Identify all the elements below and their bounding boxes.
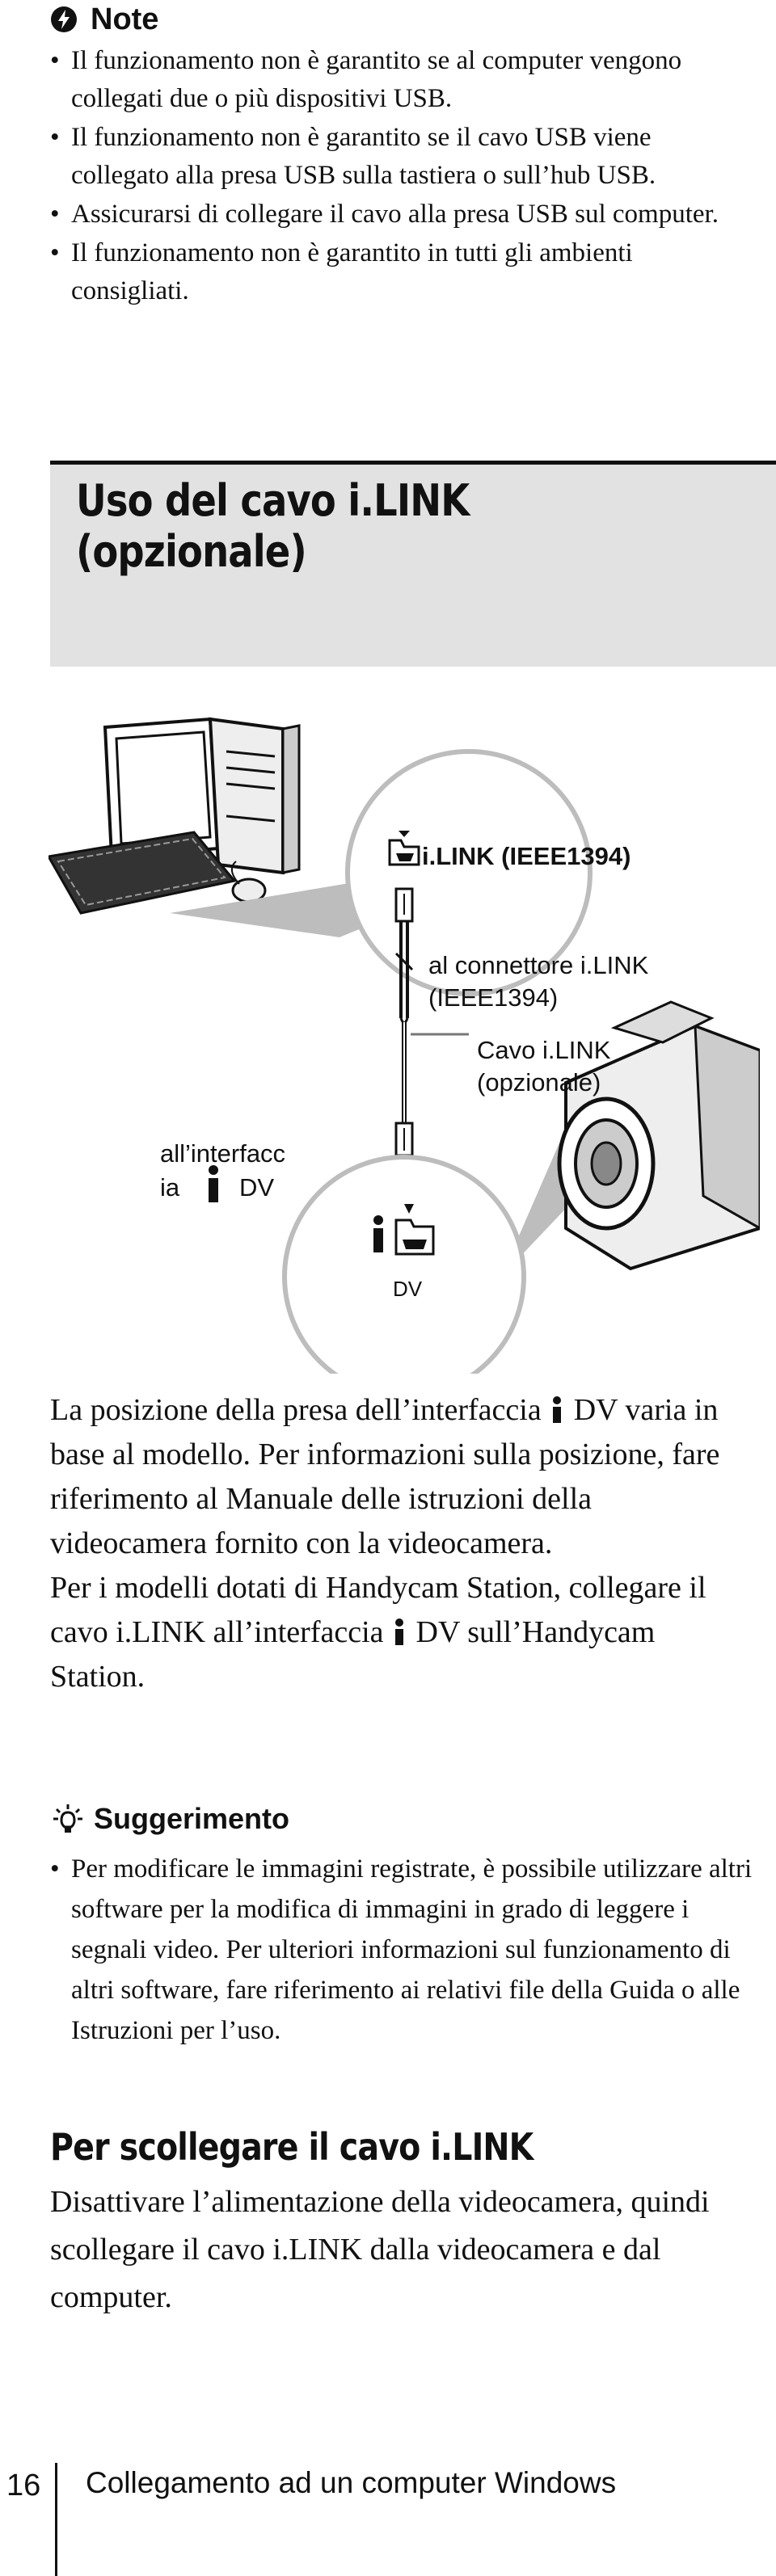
note-title: Note — [91, 2, 159, 36]
body-text-span: Per i modelli dotati di Handycam Station… — [50, 1571, 706, 1649]
dv-port-icon — [373, 1204, 435, 1256]
ilink-port-icon — [388, 831, 420, 866]
note-list: Il funzionamento non è garantito se al c… — [50, 42, 753, 311]
dv-interface-icon — [394, 1618, 403, 1645]
cable-label-line2: (opzionale) — [477, 1068, 601, 1096]
interface-label-dv: DV — [239, 1173, 275, 1202]
page-number: 16 — [6, 2469, 41, 2502]
lightbulb-icon — [53, 1804, 82, 1833]
body-text-span: La posizione della presa dell’interfacci… — [50, 1393, 542, 1427]
cable-label-line1: Cavo i.LINK — [477, 1036, 611, 1064]
dv-text: DV — [415, 1615, 460, 1649]
body-paragraph: La posizione della presa dell’interfacci… — [50, 1388, 753, 1566]
warning-icon — [51, 6, 77, 32]
footer-divider — [55, 2463, 57, 2576]
tip-header: Suggerimento — [52, 1800, 289, 1837]
interface-label-line2: ia — [160, 1173, 180, 1202]
section-header-band — [50, 461, 776, 667]
interface-label-line1: all’interfacc — [160, 1139, 286, 1168]
section-title: Uso del cavo i.LINK (opzionale) — [76, 475, 470, 577]
connection-diagram: i.LINK (IEEE1394) al connettore i.LINK (… — [46, 711, 761, 1399]
dv-port-circle — [282, 1155, 526, 1399]
dv-interface-icon — [209, 1165, 218, 1202]
ilink-port-label: i.LINK (IEEE1394) — [422, 842, 631, 870]
body-paragraph: Per i modelli dotati di Handycam Station… — [50, 1566, 753, 1699]
list-item: Per modificare le immagini registrate, è… — [50, 1849, 761, 2051]
subsection-text: Disattivare l’alimentazione della videoc… — [50, 2185, 710, 2314]
tip-list: Per modificare le immagini registrate, è… — [50, 1849, 761, 2051]
note-header: Note — [50, 0, 158, 39]
diagram-illustration — [46, 717, 761, 1399]
dv-text: DV — [573, 1393, 618, 1427]
camcorder-icon — [557, 1000, 761, 1271]
connector-label-line2: (IEEE1394) — [428, 983, 559, 1012]
body-text: La posizione della presa dell’interfacci… — [50, 1388, 753, 1699]
connector-label-line1: al connettore i.LINK — [428, 951, 649, 979]
list-item: Assicurarsi di collegare il cavo alla pr… — [50, 196, 753, 234]
dv-interface-icon — [552, 1396, 561, 1423]
tip-title: Suggerimento — [94, 1802, 290, 1835]
subsection-title: Per scollegare il cavo i.LINK — [50, 2125, 534, 2169]
footer-section-title: Collegamento ad un computer Windows — [86, 2466, 617, 2499]
list-item: Il funzionamento non è garantito se il c… — [50, 119, 753, 195]
list-item: Il funzionamento non è garantito se al c… — [50, 42, 753, 118]
body-text-span: sull’Handycam Station. — [50, 1615, 656, 1694]
dv-port-label: DV — [393, 1277, 423, 1301]
list-item: Il funzionamento non è garantito in tutt… — [50, 234, 753, 310]
computer-icon — [46, 717, 301, 915]
body-text-span: varia in base al modello. Per informazio… — [50, 1393, 720, 1560]
